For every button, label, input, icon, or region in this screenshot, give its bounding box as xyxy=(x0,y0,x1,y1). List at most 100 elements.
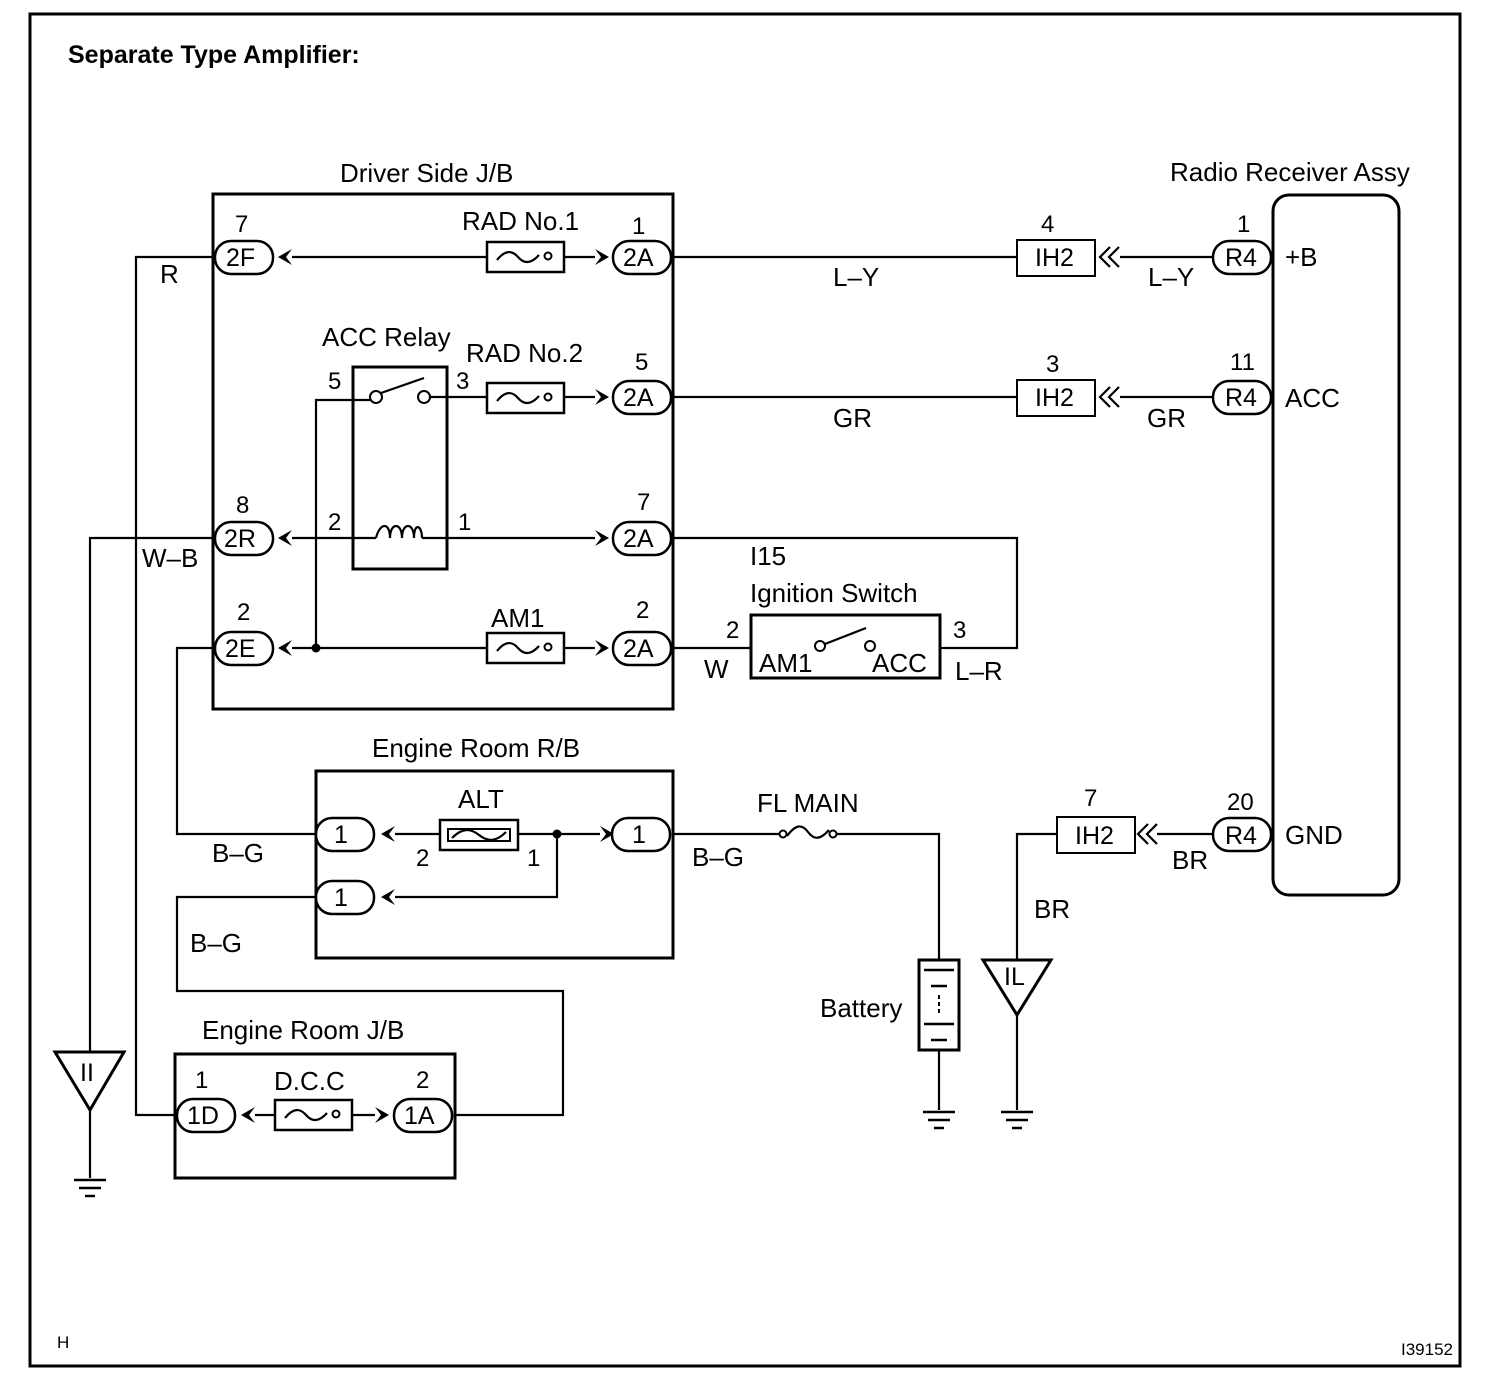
battery-label: Battery xyxy=(820,993,902,1023)
fuse-am1 xyxy=(485,631,566,665)
ih2-pin-3: 3 xyxy=(1046,351,1059,378)
junction-dot xyxy=(552,829,562,839)
ignition-label: Ignition Switch xyxy=(750,578,918,608)
radio-receiver-label: Radio Receiver Assy xyxy=(1170,157,1410,187)
fuse-dcc xyxy=(273,1098,354,1132)
dcc-label: D.C.C xyxy=(274,1066,345,1096)
connector-rb-1-label: 1 xyxy=(334,821,348,849)
connector-r4-2-label: R4 xyxy=(1225,384,1257,412)
r4-pin-1: 1 xyxy=(1237,211,1250,238)
connector-ih2-3 xyxy=(1056,816,1136,854)
relay-pin-1: 1 xyxy=(458,509,471,536)
double-arrow-icon xyxy=(1136,823,1158,845)
arrow-icon xyxy=(595,640,609,656)
ignition-switch-box xyxy=(749,613,942,680)
wire-br-1: BR xyxy=(1172,845,1208,875)
relay-switch-icon xyxy=(369,376,431,404)
arrow-icon xyxy=(375,1107,389,1123)
connector-1d-label: 1D xyxy=(187,1102,219,1130)
ignition-contact-icon xyxy=(814,626,876,652)
connector-2r-label: 2R xyxy=(224,525,256,553)
connector-r4-1 xyxy=(1211,239,1273,276)
engine-rb-label: Engine Room R/B xyxy=(372,733,580,763)
connector-ih2-2 xyxy=(1016,379,1096,417)
fuse-rad1 xyxy=(485,240,566,274)
alt-pin-1: 1 xyxy=(527,845,540,872)
connector-r4-1-label: R4 xyxy=(1225,244,1257,272)
wire-w: W xyxy=(704,654,729,684)
connector-2e-label: 2E xyxy=(225,635,256,663)
diagram-title: Separate Type Amplifier: xyxy=(68,41,360,69)
rad2-label: RAD No.2 xyxy=(466,338,583,368)
relay-pin-2: 2 xyxy=(328,509,341,536)
pin-2a-3: 7 xyxy=(637,489,650,516)
connector-2a-4-label: 2A xyxy=(623,635,654,663)
wire-ly-1: L–Y xyxy=(833,262,879,292)
fl-main-label: FL MAIN xyxy=(757,788,859,818)
r4-pin-20: 20 xyxy=(1227,789,1254,816)
terminal-acc: ACC xyxy=(1285,383,1340,413)
wire-wb: W–B xyxy=(142,543,198,573)
relay-pin-5: 5 xyxy=(328,368,341,395)
connector-2a-1 xyxy=(611,239,673,276)
connector-ih2-1-label: IH2 xyxy=(1035,244,1074,272)
connector-2f-label: 2F xyxy=(226,244,255,272)
wire-gr-2: GR xyxy=(1147,403,1186,433)
ih2-pin-7: 7 xyxy=(1084,785,1097,812)
am1-label: AM1 xyxy=(491,603,544,633)
connector-2a-4 xyxy=(611,630,673,667)
ground-ii-label: II xyxy=(80,1059,94,1087)
arrow-icon xyxy=(600,826,614,842)
arrow-icon xyxy=(278,530,292,546)
arrow-icon xyxy=(381,826,395,842)
connector-rb-3 xyxy=(314,879,376,916)
connector-ih2-3-label: IH2 xyxy=(1075,822,1114,850)
pin-2a-4: 2 xyxy=(636,597,649,624)
connector-2a-3-label: 2A xyxy=(623,525,654,553)
footer-code: I39152 xyxy=(1401,1340,1453,1359)
arrow-icon xyxy=(595,530,609,546)
fuse-rad2 xyxy=(485,381,566,415)
wire-ly-2: L–Y xyxy=(1148,262,1194,292)
r4-pin-11: 11 xyxy=(1230,349,1255,376)
ground-point-il-icon xyxy=(980,958,1054,1018)
arrow-icon xyxy=(278,249,292,265)
arrow-icon xyxy=(278,640,292,656)
driver-jb-label: Driver Side J/B xyxy=(340,158,513,188)
engine-jb-box xyxy=(173,1052,457,1180)
double-arrow-icon xyxy=(1098,386,1120,408)
ground-point-ii-icon xyxy=(52,1050,127,1113)
connector-rb-2 xyxy=(610,816,672,853)
wire-br-2: BR xyxy=(1034,894,1070,924)
radio-receiver-box xyxy=(1271,193,1401,897)
arrow-icon xyxy=(241,1107,255,1123)
terminal-gnd: GND xyxy=(1285,820,1343,850)
connector-r4-3 xyxy=(1211,816,1273,853)
acc-relay-box xyxy=(351,365,449,571)
battery-icon xyxy=(917,958,961,1052)
alt-pin-2: 2 xyxy=(416,845,429,872)
pin-2a-1: 1 xyxy=(632,213,645,240)
connector-1a-label: 1A xyxy=(404,1102,435,1130)
driver-jb-box xyxy=(211,192,675,711)
wire-gr-1: GR xyxy=(833,403,872,433)
ignition-am1: AM1 xyxy=(759,648,812,678)
connector-1d xyxy=(175,1097,237,1134)
relay-pin-3: 3 xyxy=(456,368,469,395)
wire-lr: L–R xyxy=(955,656,1003,686)
connector-ih2-1 xyxy=(1016,239,1096,277)
footer-left: H xyxy=(57,1333,69,1352)
acc-relay-label: ACC Relay xyxy=(322,322,451,352)
ign-pin-3: 3 xyxy=(953,617,966,644)
connector-1a xyxy=(392,1097,454,1134)
connector-2r xyxy=(213,520,275,557)
junction-dot xyxy=(311,643,321,653)
rad1-label: RAD No.1 xyxy=(462,206,579,236)
connector-2a-1-label: 2A xyxy=(623,244,654,272)
wire-bg-3: B–G xyxy=(190,928,242,958)
pin-2e: 2 xyxy=(237,599,250,626)
wire-r: R xyxy=(160,259,179,289)
alt-label: ALT xyxy=(458,784,504,814)
relay-coil-icon xyxy=(374,524,424,539)
connector-2a-3 xyxy=(611,520,673,557)
